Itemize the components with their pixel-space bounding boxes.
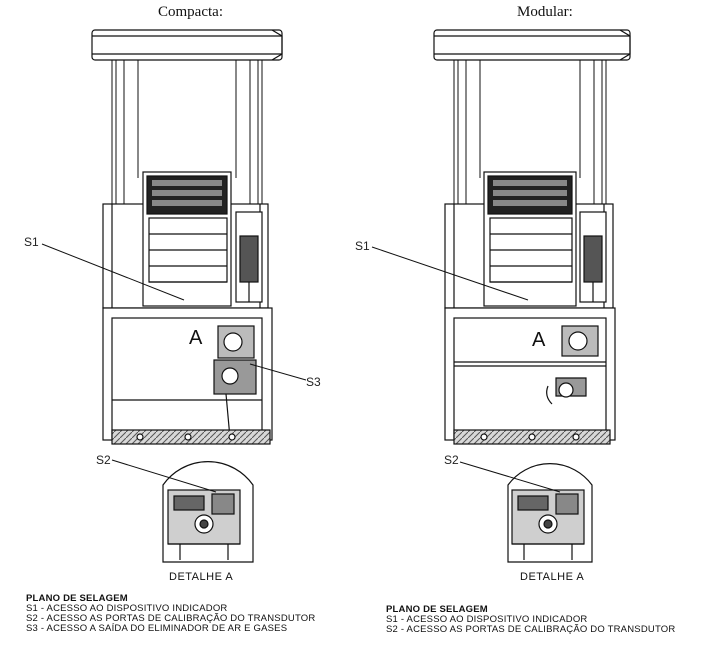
hydraulic-assembly [213,325,257,439]
diagram-title-modular: Modular: [517,4,573,20]
detail-marker-modular: A [532,329,546,351]
diagram-title-compacta: Compacta: [158,4,223,20]
canopy [433,29,631,61]
detail-label-compacta: DETALHE A [169,571,234,583]
legend-heading: PLANO DE SELAGEM [26,593,128,604]
leader-lines [41,243,561,493]
detail-label-modular: DETALHE A [520,571,585,583]
callout-s2-modular: S2 [444,453,459,467]
legend-heading: PLANO DE SELAGEM [386,604,488,615]
legend-item-s3: S3 - ACESSO A SAÍDA DO ELIMINADOR DE AR … [26,623,288,634]
columns [111,60,263,206]
legend-modular: PLANO DE SELAGEM S1 - ACESSO AO DISPOSIT… [386,605,675,635]
callout-s1-modular: S1 [355,239,370,253]
callout-s3-compacta: S3 [306,375,321,389]
display-head [142,171,232,307]
nozzle-holster [579,211,607,303]
callout-s1-compacta: S1 [24,235,39,249]
legend-item-s1: S1 - ACESSO AO DISPOSITIVO INDICADOR [386,614,588,625]
legend-item-s2: S2 - ACESSO AS PORTAS DE CALIBRAÇÃO DO T… [26,613,316,624]
legend-item-s2: S2 - ACESSO AS PORTAS DE CALIBRAÇÃO DO T… [386,624,676,635]
legend-item-s1: S1 - ACESSO AO DISPOSITIVO INDICADOR [26,603,228,614]
detail-a-compacta [162,461,254,563]
columns [453,60,607,206]
detail-marker-compacta: A [189,327,203,349]
nozzle-holster [235,211,263,303]
canopy [91,29,283,61]
legend-compacta: PLANO DE SELAGEM S1 - ACESSO AO DISPOSIT… [26,594,315,634]
hydraulic-assembly [546,325,599,405]
detail-a-modular [507,463,593,563]
dispenser-compacta [91,29,283,445]
callout-s2-compacta: S2 [96,453,111,467]
display-head [483,171,577,307]
dispenser-modular [433,29,631,445]
